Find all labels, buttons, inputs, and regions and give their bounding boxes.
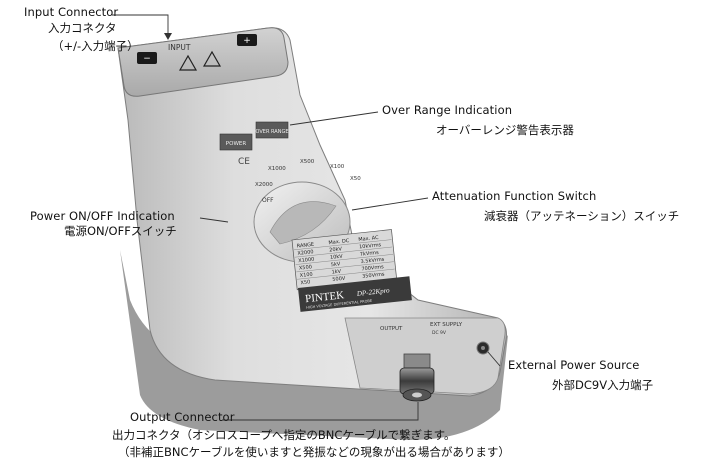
- spec-table-cell: X50: [300, 279, 310, 286]
- spec-table-cell: 20kV: [329, 246, 343, 253]
- spec-table-cell: 1kV: [331, 269, 342, 276]
- over-led-label: OVER RANGE: [256, 129, 289, 135]
- spec-table-cell: 700Vrms: [361, 264, 384, 272]
- spec-table-rule: [294, 239, 392, 251]
- spec-table-header: Max. DC: [328, 238, 350, 246]
- switch-pos-x2000: X2000: [255, 182, 273, 188]
- spec-table-cell: X2000: [297, 249, 314, 257]
- bnc-connector: [399, 353, 435, 402]
- input-connector-label-jp1: 入力コネクタ: [48, 21, 117, 35]
- brand-plate: PINTEK DP-22Kpro HIGH VOLTAGE DIFFERENTI…: [298, 276, 412, 312]
- ce-mark: CE: [238, 157, 250, 167]
- spec-table-cell: 350Vrms: [362, 271, 385, 279]
- model-name: DP-22Kpro: [356, 286, 391, 298]
- over-range-indicator: [255, 121, 289, 139]
- led-indicators: POWER OVER RANGE CE: [219, 121, 289, 167]
- spec-table-cell: 10kVrms: [359, 242, 382, 250]
- spec-table-cell: 7kVrms: [360, 250, 380, 258]
- spec-table-header: RANGE: [296, 242, 314, 250]
- power-label-en: Power ON/OFF Indication: [30, 209, 175, 223]
- warning-icon: [178, 54, 198, 71]
- spec-table-cell: 500V: [332, 276, 346, 283]
- ext-power-label-jp: 外部DC9V入力端子: [552, 378, 654, 392]
- svg-text:+: +: [243, 36, 251, 46]
- over-range-label-en: Over Range Indication: [382, 103, 513, 117]
- power-label-jp: 電源ON/OFFスイッチ: [64, 224, 177, 238]
- leader-arrows: [164, 33, 172, 40]
- spec-table-rule: [294, 246, 393, 258]
- switch-pos-x1000: X1000: [268, 166, 286, 172]
- spec-table-rule: [297, 268, 395, 280]
- attenuation-label-jp: 減衰器（アッテネーション）スイッチ: [484, 209, 680, 223]
- spec-table-cell: 10kV: [330, 254, 344, 261]
- attenuation-label-en: Attenuation Function Switch: [432, 189, 597, 203]
- output-label: OUTPUT: [380, 326, 403, 332]
- spec-table-cell: 3.5kVrms: [360, 257, 385, 265]
- warning-icon: [202, 50, 222, 67]
- spec-table-cell: X500: [299, 264, 313, 271]
- input-label: INPUT: [168, 43, 191, 52]
- spec-table-cell: X1000: [298, 257, 315, 265]
- ext-supply-label: EXT SUPPLY: [430, 322, 463, 328]
- brand-name: PINTEK: [305, 289, 345, 305]
- switch-pos-x50: X50: [350, 176, 361, 182]
- ext-power-label-en: External Power Source: [508, 358, 640, 372]
- spec-panel: RANGE Max. DC Max. AC X2000 20kV 10kVrmsX1000…: [291, 229, 398, 291]
- spec-table-header: Max. AC: [358, 235, 379, 243]
- power-indicator: [219, 133, 253, 151]
- over-range-label-jp: オーバーレンジ警告表示器: [436, 123, 574, 137]
- switch-pos-x500: X500: [300, 159, 315, 165]
- ext-supply-sub: DC 9V: [432, 330, 447, 336]
- input-connector: − + INPUT: [137, 34, 257, 71]
- spec-table-cell: X100: [299, 272, 313, 279]
- model-desc: HIGH VOLTAGE DIFFERENTIAL PROBE: [306, 299, 373, 310]
- leader-lines: [112, 14, 501, 421]
- spec-table-rule: [296, 261, 394, 273]
- spec-table-cell: 5kV: [331, 261, 342, 268]
- output-connector-label-en: Output Connector: [130, 410, 235, 424]
- input-connector-label-jp2: （+/-入力端子）: [52, 39, 139, 53]
- spec-table-rule: [295, 254, 394, 265]
- output-connector-label-jp1: 出力コネクタ（オシロスコープへ指定のBNCケーブルで繋ぎます。: [112, 428, 456, 442]
- svg-text:−: −: [143, 54, 151, 64]
- output-connector-label-jp2: （非補正BNCケーブルを使いますと発振などの現象が出る場合があります）: [118, 445, 510, 459]
- input-connector-label-en: Input Connector: [24, 5, 119, 19]
- switch-off-label: OFF: [262, 197, 274, 204]
- power-led-label: POWER: [226, 141, 247, 147]
- switch-pos-x100: X100: [330, 164, 345, 170]
